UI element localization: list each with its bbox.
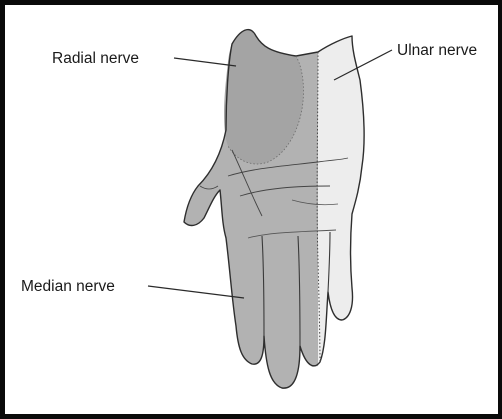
ulnar-nerve-label: Ulnar nerve xyxy=(397,42,477,59)
median-nerve-label: Median nerve xyxy=(21,278,115,295)
radial-nerve-label: Radial nerve xyxy=(52,50,139,67)
ulnar-nerve-region xyxy=(318,36,364,366)
median-leader-line xyxy=(148,286,244,298)
radial-leader-line xyxy=(174,58,236,66)
